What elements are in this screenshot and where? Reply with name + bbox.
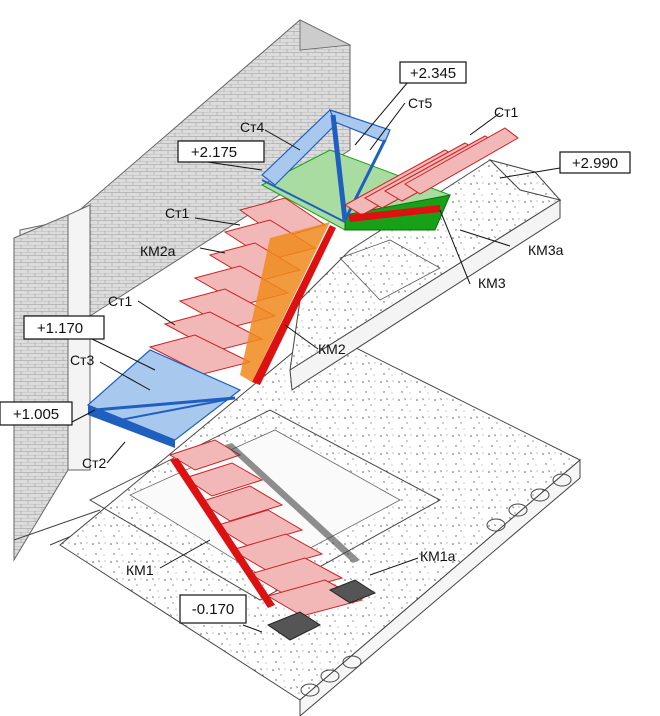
level-mark-1005: +1.005 (0, 401, 73, 426)
label-km3: КМ3 (478, 275, 506, 291)
label-km3a: КМ3а (528, 242, 564, 258)
label-st1-top: Ст1 (494, 104, 519, 120)
middle-landing (86, 349, 242, 448)
label-km2a: КМ2а (140, 243, 176, 259)
level-mark-minus-0170: -0.170 (179, 594, 247, 624)
level-mark-2175: +2.175 (177, 140, 265, 163)
svg-text:-0.170: -0.170 (192, 601, 235, 618)
bottom-supports (266, 579, 377, 641)
svg-text:+1.170: +1.170 (37, 320, 83, 337)
top-flight-treads (343, 127, 519, 222)
label-km1: КМ1 (126, 562, 154, 578)
slab-hollow-cores (300, 473, 572, 697)
svg-text:+2.345: +2.345 (410, 65, 456, 82)
svg-text:+1.005: +1.005 (13, 406, 59, 423)
label-st5: Ст5 (408, 95, 433, 111)
label-st2: Ст2 (82, 455, 107, 471)
level-mark-1170: +1.170 (23, 315, 105, 340)
label-km2: КМ2 (318, 341, 346, 357)
label-st4: Ст4 (240, 119, 265, 135)
label-st1-a: Ст1 (165, 205, 190, 221)
label-st3: Ст3 (70, 352, 95, 368)
label-st1-b: Ст1 (108, 293, 133, 309)
label-km1a: КМ1а (420, 548, 456, 564)
leader-lines (71, 81, 561, 633)
svg-text:+2.175: +2.175 (191, 144, 237, 161)
svg-text:+2.990: +2.990 (572, 155, 618, 172)
level-mark-2990: +2.990 (559, 151, 631, 174)
level-mark-2345: +2.345 (399, 61, 467, 84)
middle-flight-treads (148, 197, 336, 385)
